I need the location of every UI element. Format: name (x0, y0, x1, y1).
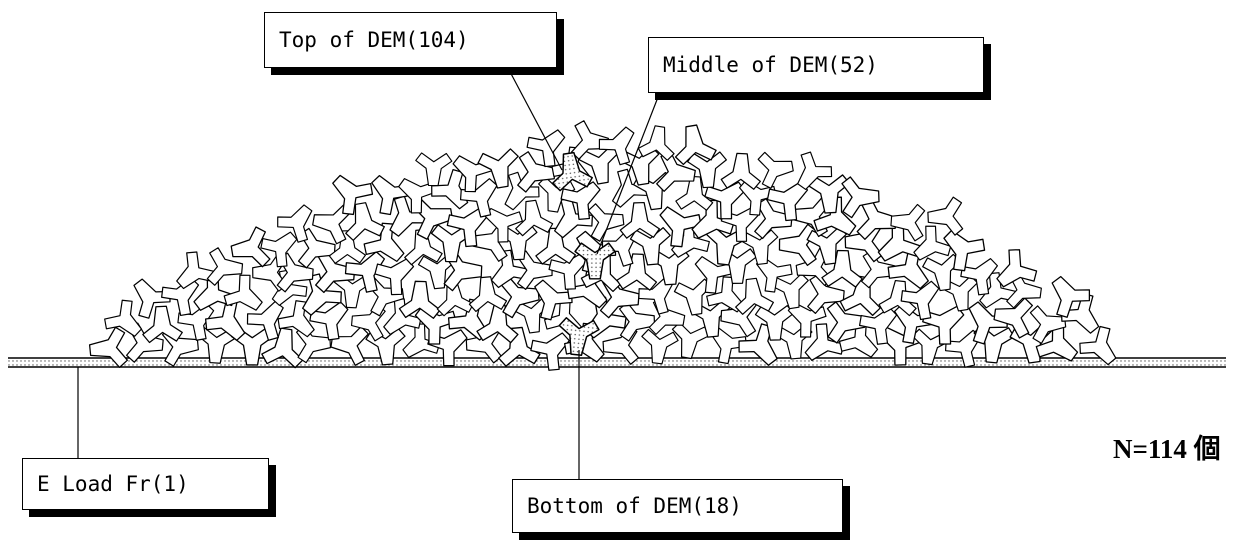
armor-block (720, 152, 763, 191)
armor-block (756, 147, 797, 191)
bottom-of-dem-label: Bottom of DEM(18) (512, 479, 843, 533)
e-load-fr-label: E Load Fr(1) (22, 458, 269, 510)
leader-lines (77, 67, 661, 480)
armor-block (534, 227, 577, 265)
middle-of-dem-label: Middle of DEM(52) (648, 37, 984, 93)
base-slab (8, 357, 1226, 368)
block-count-label: N=114 個 (1113, 434, 1221, 464)
armor-block (414, 152, 453, 187)
top-of-dem-label: Top of DEM(104) (264, 12, 557, 68)
armor-block (778, 223, 818, 267)
